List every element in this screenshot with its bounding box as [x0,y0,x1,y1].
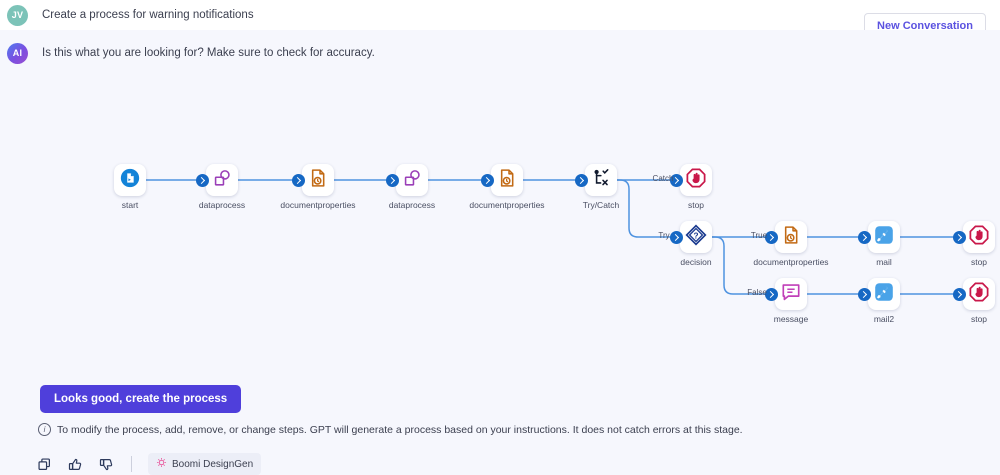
flow-arrow-icon [669,230,683,244]
flow-node-stop1[interactable] [680,164,712,196]
trycatch-icon [590,167,612,194]
assistant-message-row: AI Is this what you are looking for? Mak… [0,38,1000,68]
copy-icon[interactable] [36,456,53,473]
designgen-badge[interactable]: Boomi DesignGen [148,453,262,475]
stop-icon [968,281,990,308]
avatar-user: JV [7,4,28,26]
flow-edge-label: Catch [652,174,674,183]
user-message-row: JV Create a process for warning notifica… [0,0,1000,30]
flow-node-label: decision [680,257,712,267]
flow-node-start[interactable] [114,164,146,196]
documentproperties-icon [307,167,329,194]
flow-arrow-icon [574,173,588,187]
flow-arrow-icon [385,173,399,187]
flow-node-stop3[interactable] [963,278,995,310]
flow-node-label: stop [970,314,988,324]
designgen-badge-label: Boomi DesignGen [172,458,254,470]
dataprocess-icon [211,167,233,194]
sparkle-icon [156,457,167,471]
flow-arrow-icon [291,173,305,187]
disclaimer-text-row: i To modify the process, add, remove, or… [38,423,743,436]
start-icon [119,167,141,194]
flow-node-label: dataprocess [198,200,246,210]
flow-node-dataprocess2[interactable] [396,164,428,196]
stop-icon [968,224,990,251]
documentproperties-icon [496,167,518,194]
flow-node-message[interactable] [775,278,807,310]
svg-text:?: ? [693,231,698,240]
flow-arrow-icon [857,230,871,244]
flow-node-documentproperties3[interactable] [775,221,807,253]
assistant-message-text: Is this what you are looking for? Make s… [42,47,375,59]
message-icon [780,281,802,308]
process-flow-diagram[interactable]: start dataprocess documentproperties dat… [0,100,1000,350]
flow-connectors [146,179,963,295]
flow-node-label: stop [687,200,705,210]
message-actions-footer: Boomi DesignGen [36,453,262,475]
flow-arrow-icon [669,173,683,187]
flow-node-stop2[interactable] [963,221,995,253]
create-process-button[interactable]: Looks good, create the process [40,385,242,413]
flow-node-label: mail [876,257,892,267]
stop-icon [685,167,707,194]
footer-divider [131,456,132,472]
flow-node-label: dataprocess [388,200,436,210]
flow-arrow-icon [480,173,494,187]
flow-node-label: stop [970,257,988,267]
dataprocess-icon [401,167,423,194]
flow-node-decision[interactable]: ? [680,221,712,253]
flow-node-label: documentproperties [280,200,356,210]
thumbs-up-icon[interactable] [67,456,84,473]
flow-node-trycatch[interactable] [585,164,617,196]
decision-icon: ? [685,223,707,251]
flow-arrow-icon [764,230,778,244]
mail-icon [873,281,895,308]
mail-icon [873,224,895,251]
flow-arrow-icon [952,287,966,301]
flow-node-label: start [121,200,139,210]
info-icon: i [38,423,51,436]
flow-arrow-icon [952,230,966,244]
documentproperties-icon [780,224,802,251]
flow-edge-label: False [747,288,767,297]
flow-arrow-icon [764,287,778,301]
flow-node-documentproperties1[interactable] [302,164,334,196]
disclaimer-text: To modify the process, add, remove, or c… [57,423,743,436]
flow-node-dataprocess1[interactable] [206,164,238,196]
flow-node-label: Try/Catch [582,200,620,210]
flow-node-label: documentproperties [469,200,545,210]
assistant-response-block: AI Is this what you are looking for? Mak… [0,30,1000,475]
flow-edge-label: True [750,231,768,240]
flow-arrow-icon [857,287,871,301]
flow-node-label: message [773,314,809,324]
thumbs-down-icon[interactable] [98,456,115,473]
flow-node-documentproperties2[interactable] [491,164,523,196]
flow-edge-label: Try [658,231,670,240]
flow-node-label: documentproperties [753,257,829,267]
avatar-assistant: AI [7,42,28,64]
flow-node-label: mail2 [873,314,895,324]
user-message-text: Create a process for warning notificatio… [42,9,254,21]
flow-arrow-icon [195,173,209,187]
flow-node-mail[interactable] [868,221,900,253]
flow-node-mail2[interactable] [868,278,900,310]
